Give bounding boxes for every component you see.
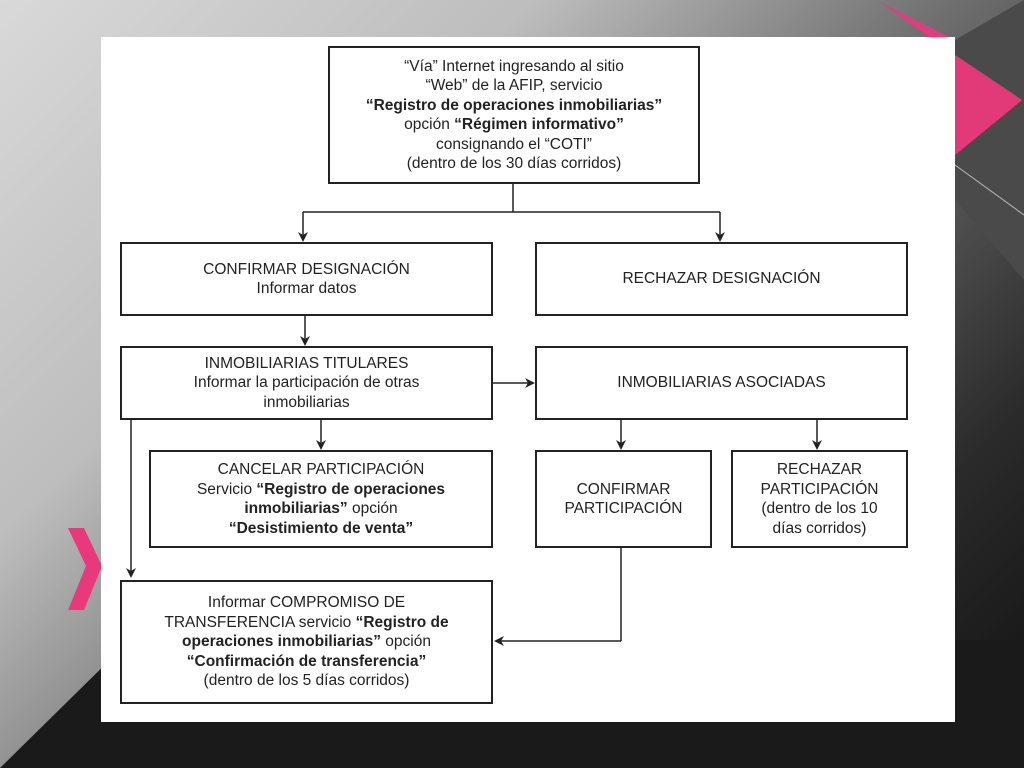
box-via-internet: “Vía” Internet ingresando al sitio “Web”… xyxy=(328,46,700,184)
box-text: Servicio “Registro de operaciones xyxy=(197,480,445,500)
box-text: (dentro de los 5 días corridos) xyxy=(203,672,410,690)
box-text: opción xyxy=(381,633,431,651)
box-text: PARTICIPACIÓN xyxy=(760,480,879,498)
box-text-bold: “Régimen informativo” xyxy=(454,116,624,133)
box-text-bold: inmobiliarias” xyxy=(244,500,348,517)
box-text: PARTICIPACIÓN xyxy=(564,500,683,517)
box-text: Servicio xyxy=(196,480,257,498)
box-text: CONFIRMAR xyxy=(576,480,671,498)
box-confirmar-designacion: CONFIRMAR DESIGNACIÓN Informar datos xyxy=(120,242,493,316)
box-text: inmobiliarias xyxy=(263,393,350,411)
box-text-bold: “Registro de operaciones xyxy=(256,480,446,498)
box-text: RECHAZAR DESIGNACIÓN xyxy=(622,270,821,288)
box-text: INMOBILIARIAS TITULARES xyxy=(204,354,409,372)
box-text: operaciones inmobiliarias” opción xyxy=(182,632,431,652)
box-text: CANCELAR PARTICIPACIÓN xyxy=(217,461,425,478)
box-rechazar-participacion: RECHAZAR PARTICIPACIÓN (dentro de los 10… xyxy=(731,450,908,548)
box-text-bold: “Confirmación de transferencia” xyxy=(186,652,427,670)
box-text: opción xyxy=(347,500,398,517)
box-text: opción xyxy=(404,116,455,133)
box-text: “Web” de la AFIP, servicio xyxy=(425,77,603,94)
box-text: Informar la participación de otras xyxy=(193,374,420,392)
flowchart-slide: “Vía” Internet ingresando al sitio “Web”… xyxy=(101,37,955,722)
box-rechazar-designacion: RECHAZAR DESIGNACIÓN xyxy=(535,242,908,316)
box-text: RECHAZAR xyxy=(776,461,863,478)
box-text: opción “Régimen informativo” xyxy=(404,115,624,135)
box-text-bold: operaciones inmobiliarias” xyxy=(182,633,381,651)
box-text: (dentro de los 10 xyxy=(761,500,878,517)
box-text: TRANSFERENCIA servicio “Registro de xyxy=(164,613,448,633)
box-text-bold: “Desistimiento de venta” xyxy=(228,519,414,537)
box-text: INMOBILIARIAS ASOCIADAS xyxy=(617,374,826,392)
box-inmobiliarias-asociadas: INMOBILIARIAS ASOCIADAS xyxy=(535,346,908,420)
box-text: Informar datos xyxy=(256,280,357,297)
box-text: CONFIRMAR DESIGNACIÓN xyxy=(203,260,410,278)
connector-arrows xyxy=(126,184,822,646)
box-compromiso-transferencia: Informar COMPROMISO DE TRANSFERENCIA ser… xyxy=(120,580,493,704)
box-cancelar-participacion: CANCELAR PARTICIPACIÓN Servicio “Registr… xyxy=(149,450,493,548)
box-text: días corridos) xyxy=(772,519,867,537)
box-inmobiliarias-titulares: INMOBILIARIAS TITULARES Informar la part… xyxy=(120,346,493,420)
box-confirmar-participacion: CONFIRMAR PARTICIPACIÓN xyxy=(535,450,712,548)
box-text: Informar COMPROMISO DE xyxy=(207,594,406,612)
box-text: inmobiliarias” opción xyxy=(244,499,397,519)
box-text: (dentro de los 30 días corridos) xyxy=(406,155,622,172)
box-text: “Vía” Internet ingresando al sitio xyxy=(404,57,624,75)
box-text: consignando el “COTI” xyxy=(436,135,592,153)
box-text-bold: “Registro de xyxy=(355,613,449,631)
pink-chevron-icon xyxy=(68,528,102,610)
box-text-bold: “Registro de operaciones inmobiliarias” xyxy=(365,96,663,114)
box-text: TRANSFERENCIA servicio xyxy=(164,613,356,631)
